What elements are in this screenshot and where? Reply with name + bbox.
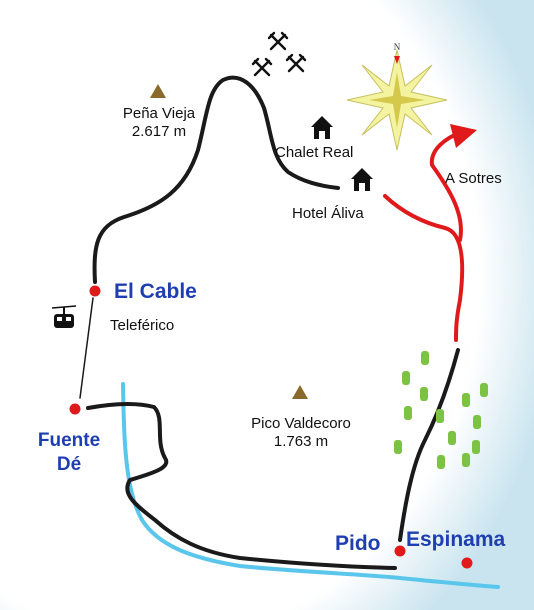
- route-to-sotres: [383, 124, 477, 342]
- town-dot-fuente-de: [69, 403, 81, 415]
- place-fuente-de-line1: Fuente: [37, 430, 101, 451]
- label-a-sotres: A Sotres: [445, 170, 502, 187]
- cable-car-icon: [51, 305, 77, 328]
- place-fuente-de-line2: Dé: [56, 454, 82, 475]
- place-fuente-de: Fuente Dé: [26, 429, 112, 477]
- trail-pena-vieja-to-hotel: [92, 75, 340, 284]
- peak-name: Pico Valdecoro: [251, 415, 351, 432]
- trail-pido-to-north: [398, 348, 460, 542]
- label-teleferico: Teleférico: [110, 317, 175, 334]
- peak-icon-pena-vieja: [150, 84, 166, 98]
- house-icon-hotel-aliva: [351, 168, 373, 191]
- crossed-pickaxes-icon: [251, 31, 307, 77]
- trail-network: [79, 75, 460, 570]
- trail-fuente-to-pido: [86, 402, 397, 570]
- town-dot-el-cable: [89, 285, 101, 297]
- town-dot-espinama: [461, 557, 473, 569]
- compass-rose-icon: [346, 49, 448, 151]
- label-chalet-real: Chalet Real: [275, 144, 354, 161]
- peak-icon-pico-valdecoro: [292, 385, 308, 399]
- peak-label-pena-vieja: Peña Vieja 2.617 m: [104, 105, 214, 141]
- place-pido: Pido: [335, 532, 381, 555]
- town-dot-pido: [394, 545, 406, 557]
- house-icon-chalet-real: [311, 116, 333, 139]
- place-el-cable: El Cable: [114, 280, 197, 303]
- peak-altitude: 2.617 m: [131, 123, 187, 140]
- place-espinama: Espinama: [406, 528, 506, 551]
- route-arrow-icon: [450, 124, 477, 148]
- peak-name: Peña Vieja: [122, 105, 196, 122]
- peak-label-pico-valdecoro: Pico Valdecoro 1.763 m: [236, 415, 366, 451]
- trail-cable-to-fuente: [79, 297, 94, 399]
- compass-north-letter: N: [394, 42, 401, 52]
- label-hotel-aliva: Hotel Áliva: [292, 205, 364, 222]
- peak-altitude: 1.763 m: [273, 433, 329, 450]
